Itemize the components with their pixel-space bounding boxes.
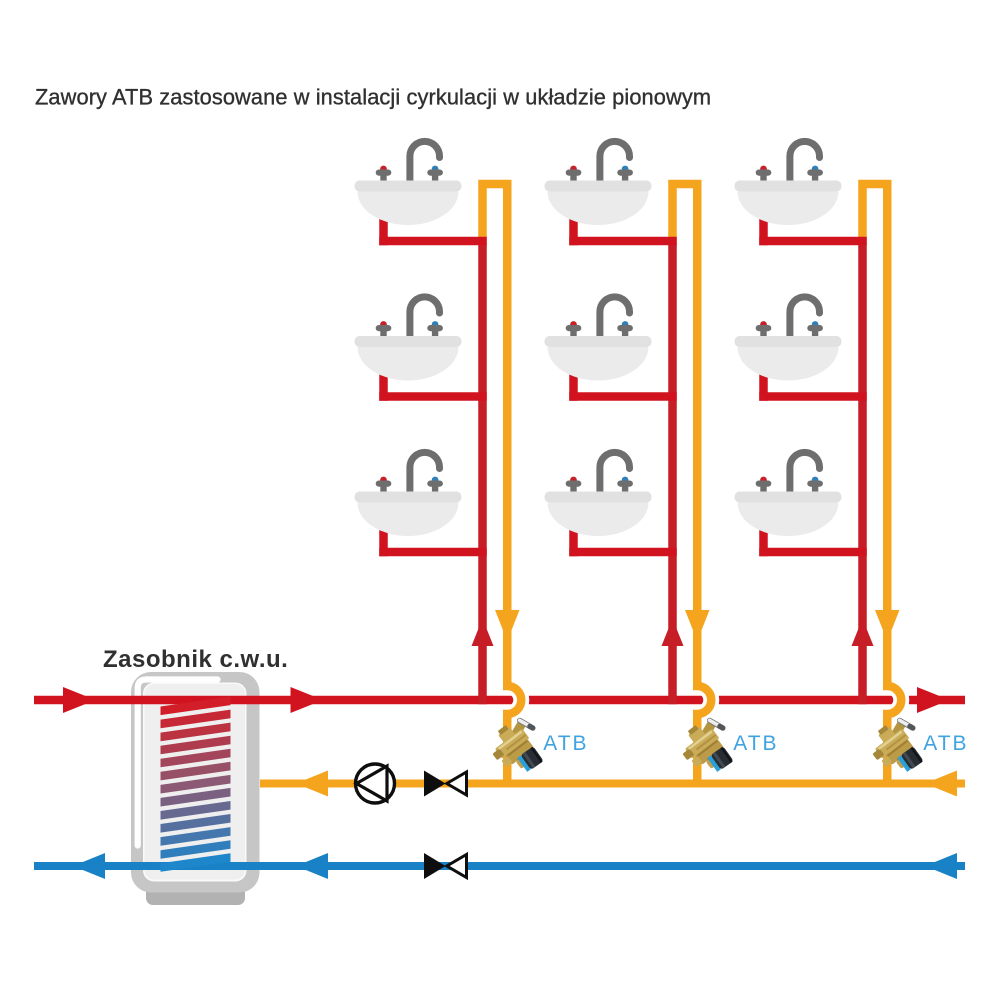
- svg-text:Zasobnik c.w.u.: Zasobnik c.w.u.: [103, 646, 288, 673]
- svg-text:ATB: ATB: [923, 732, 968, 755]
- svg-text:ATB: ATB: [733, 732, 778, 755]
- svg-text:ATB: ATB: [543, 732, 588, 755]
- svg-text:Zawory ATB zastosowane w insta: Zawory ATB zastosowane w instalacji cyrk…: [35, 85, 711, 110]
